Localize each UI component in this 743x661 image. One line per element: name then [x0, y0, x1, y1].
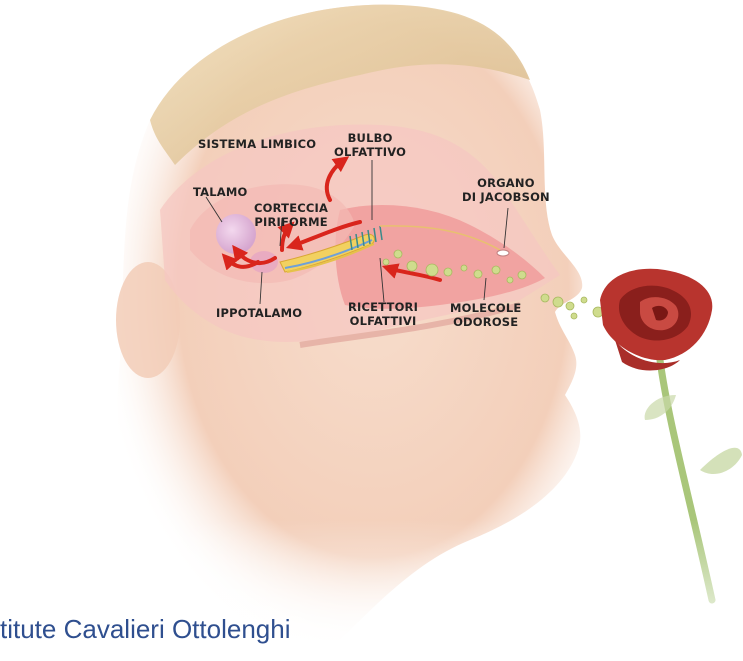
label-organo-jacobson: ORGANO DI JACOBSON — [462, 176, 550, 204]
label-corteccia-piriforme: CORTECCIA PIRIFORME — [254, 201, 328, 229]
label-sistema-limbico: SISTEMA LIMBICO — [198, 137, 316, 151]
rose-flower — [600, 269, 712, 371]
rose-leaf — [700, 448, 742, 474]
label-talamo: TALAMO — [193, 185, 248, 199]
label-bulbo-olfattivo: BULBO OLFATTIVO — [334, 131, 406, 159]
label-molecole-odorose: MOLECOLE ODOROSE — [450, 301, 521, 329]
jacobson-organ — [497, 250, 509, 256]
institute-footer: titute Cavalieri Ottolenghi — [0, 614, 290, 645]
label-ippotalamo: IPPOTALAMO — [216, 306, 302, 320]
label-ricettori-olfattivi: RICETTORI OLFATTIVI — [348, 300, 418, 328]
